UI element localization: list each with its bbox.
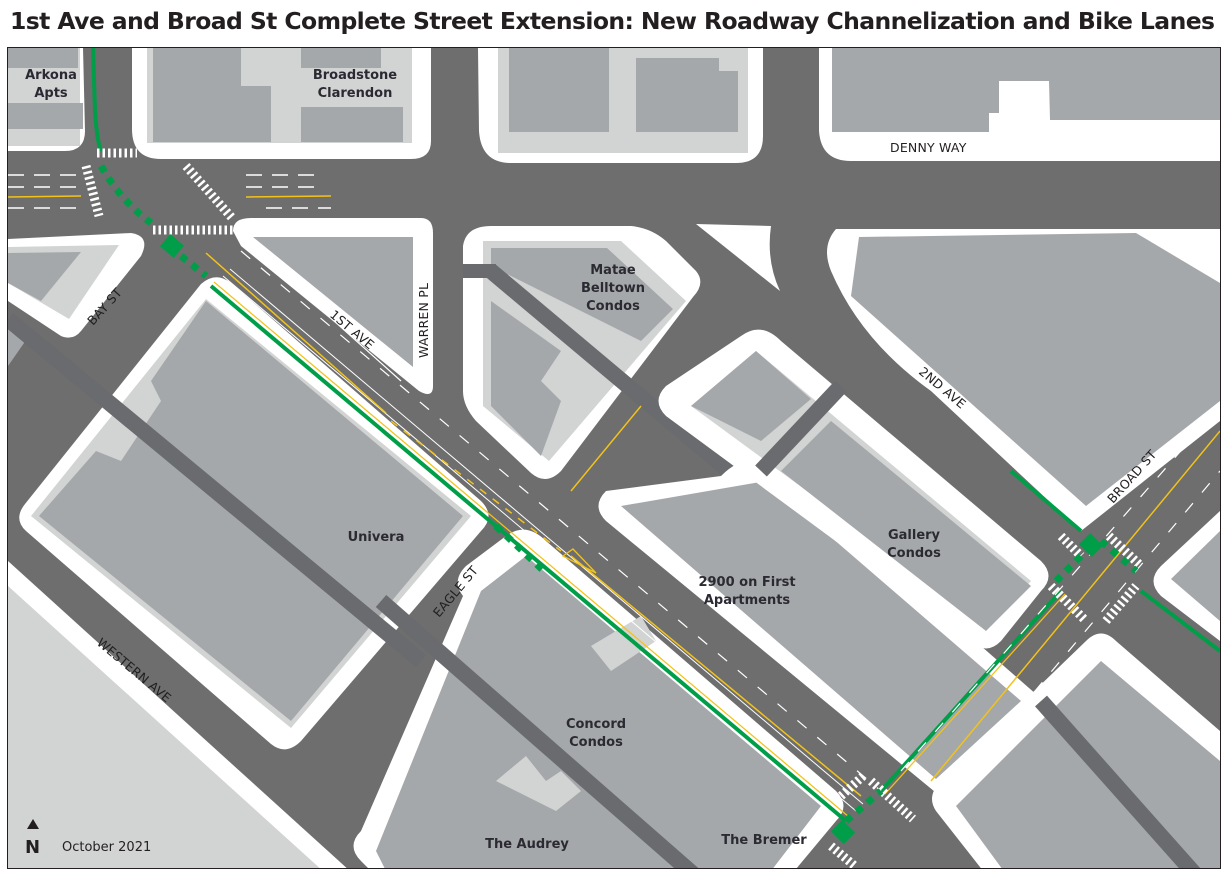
denny-lane-markings	[8, 174, 331, 209]
label-matae-2: Belltown	[581, 281, 645, 296]
north-arrow-label: N	[25, 837, 40, 858]
block-top-center	[478, 48, 763, 163]
street-map: Arkona Apts Broadstone Clarendon Matae B…	[8, 48, 1220, 868]
block-bay-west	[8, 233, 145, 366]
label-arkona-2: Apts	[34, 86, 68, 101]
block-broadstone	[132, 48, 431, 159]
street-label-denny-way: DENNY WAY	[890, 140, 967, 155]
painted-median	[561, 548, 597, 574]
street-label-warren-pl: WARREN PL	[416, 283, 431, 358]
block-arkona	[8, 48, 85, 151]
label-broadstone-2: Clarendon	[318, 86, 393, 101]
crosswalks	[81, 148, 1145, 868]
map-date: October 2021	[62, 840, 151, 855]
label-concord-1: Concord	[566, 717, 626, 732]
label-arkona-1: Arkona	[25, 68, 77, 83]
map-canvas[interactable]: Arkona Apts Broadstone Clarendon Matae B…	[7, 47, 1221, 869]
label-gallery-1: Gallery	[888, 528, 941, 543]
label-matae-1: Matae	[590, 263, 636, 278]
block-2900-first	[598, 459, 1046, 806]
first-ave-centerline	[205, 252, 387, 414]
traffic-island	[696, 224, 780, 291]
label-univera: Univera	[348, 530, 405, 545]
bike-box-icons	[159, 234, 1104, 845]
block-western-ave	[8, 561, 347, 868]
map-title: 1st Ave and Broad St Complete Street Ext…	[10, 7, 1215, 35]
bike-crossing-markings	[97, 164, 1139, 824]
block-concord	[353, 529, 844, 868]
label-gallery-2: Condos	[887, 546, 941, 561]
label-concord-2: Condos	[569, 735, 623, 750]
label-broadstone-1: Broadstone	[313, 68, 397, 83]
building-labels: Arkona Apts Broadstone Clarendon Matae B…	[25, 68, 941, 852]
label-bremer: The Bremer	[721, 833, 807, 848]
block-gallery	[658, 329, 1049, 649]
label-matae-3: Condos	[586, 299, 640, 314]
bike-lane-buffer	[222, 268, 864, 812]
block-warren-triangle	[233, 218, 433, 395]
block-2nd-ave-north	[827, 229, 1220, 531]
block-broad-east	[1153, 511, 1220, 641]
label-audrey: The Audrey	[485, 837, 569, 852]
label-2900-1: 2900 on First	[698, 575, 795, 590]
label-2900-2: Apartments	[704, 593, 791, 608]
north-arrow-icon: N	[25, 819, 40, 858]
block-denny-north	[819, 48, 1220, 161]
